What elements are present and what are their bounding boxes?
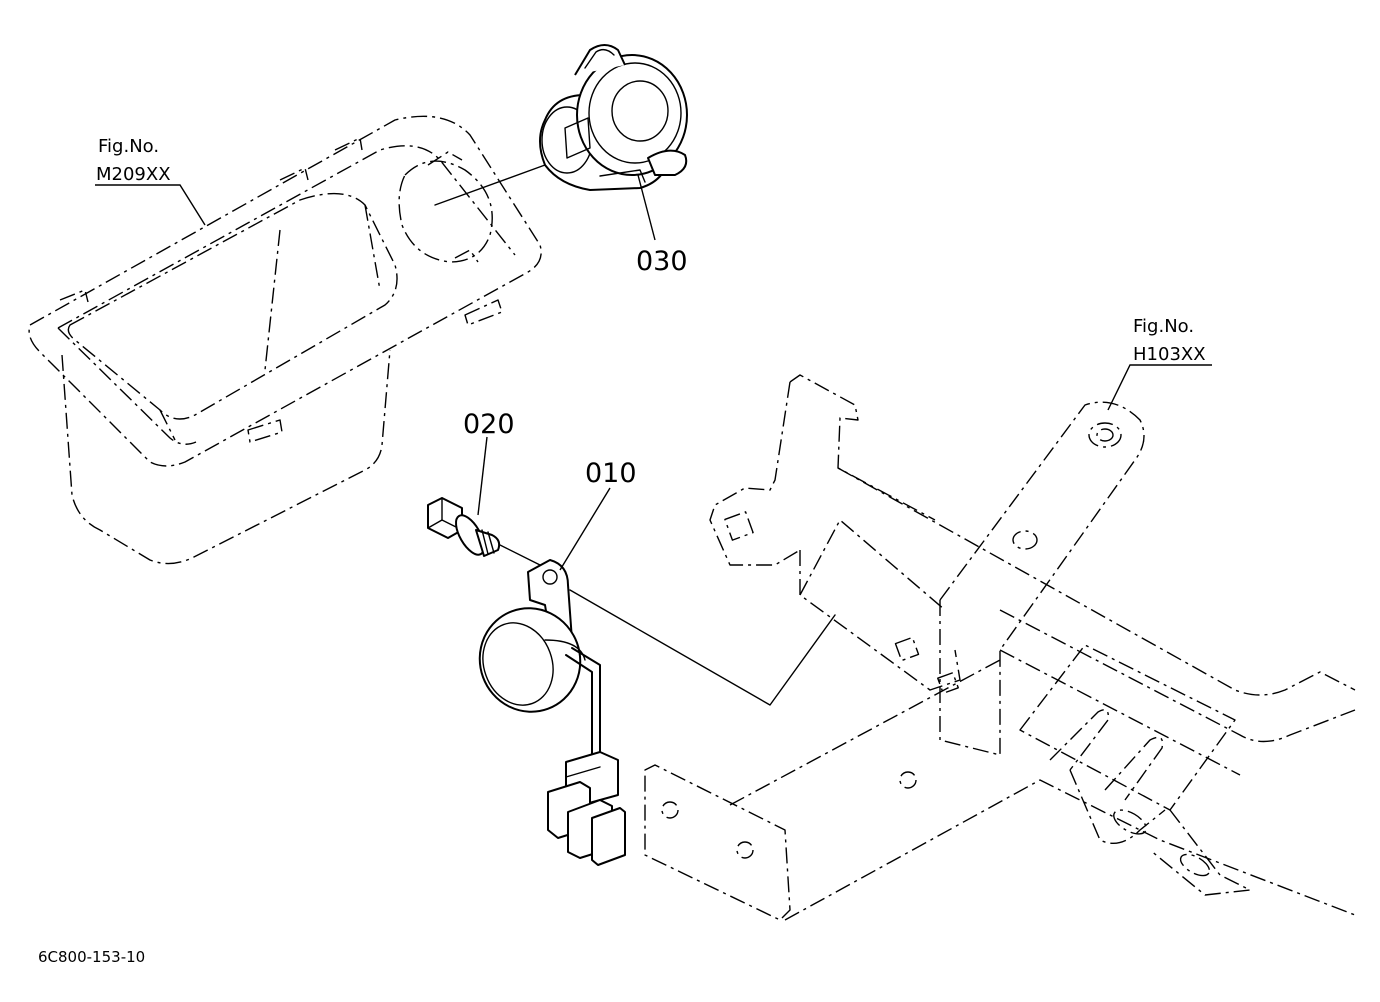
leader-010 bbox=[559, 487, 611, 571]
part-label-030: 030 bbox=[636, 246, 688, 277]
leader-020 bbox=[477, 436, 488, 516]
fig-ref-left-line2: M209XX bbox=[96, 164, 171, 185]
leader-M209XX bbox=[95, 184, 206, 226]
part-label-020: 020 bbox=[463, 409, 515, 440]
fig-ref-left-line1: Fig.No. bbox=[98, 136, 159, 157]
leader-H103XX bbox=[1107, 364, 1212, 411]
mounting-frame bbox=[644, 374, 1356, 921]
drawing-code: 6C800-153-10 bbox=[38, 948, 145, 966]
fig-ref-right-line2: H103XX bbox=[1133, 344, 1206, 365]
accessory-socket bbox=[539, 44, 688, 191]
socket-install-line bbox=[434, 164, 546, 206]
console-tray bbox=[28, 115, 542, 565]
fig-ref-right-line1: Fig.No. bbox=[1133, 316, 1194, 337]
buzzer-assembly bbox=[478, 559, 626, 866]
part-label-010: 010 bbox=[585, 458, 637, 489]
leader-030 bbox=[637, 174, 656, 241]
bolt bbox=[427, 497, 501, 557]
bolt-install-line bbox=[499, 544, 541, 566]
